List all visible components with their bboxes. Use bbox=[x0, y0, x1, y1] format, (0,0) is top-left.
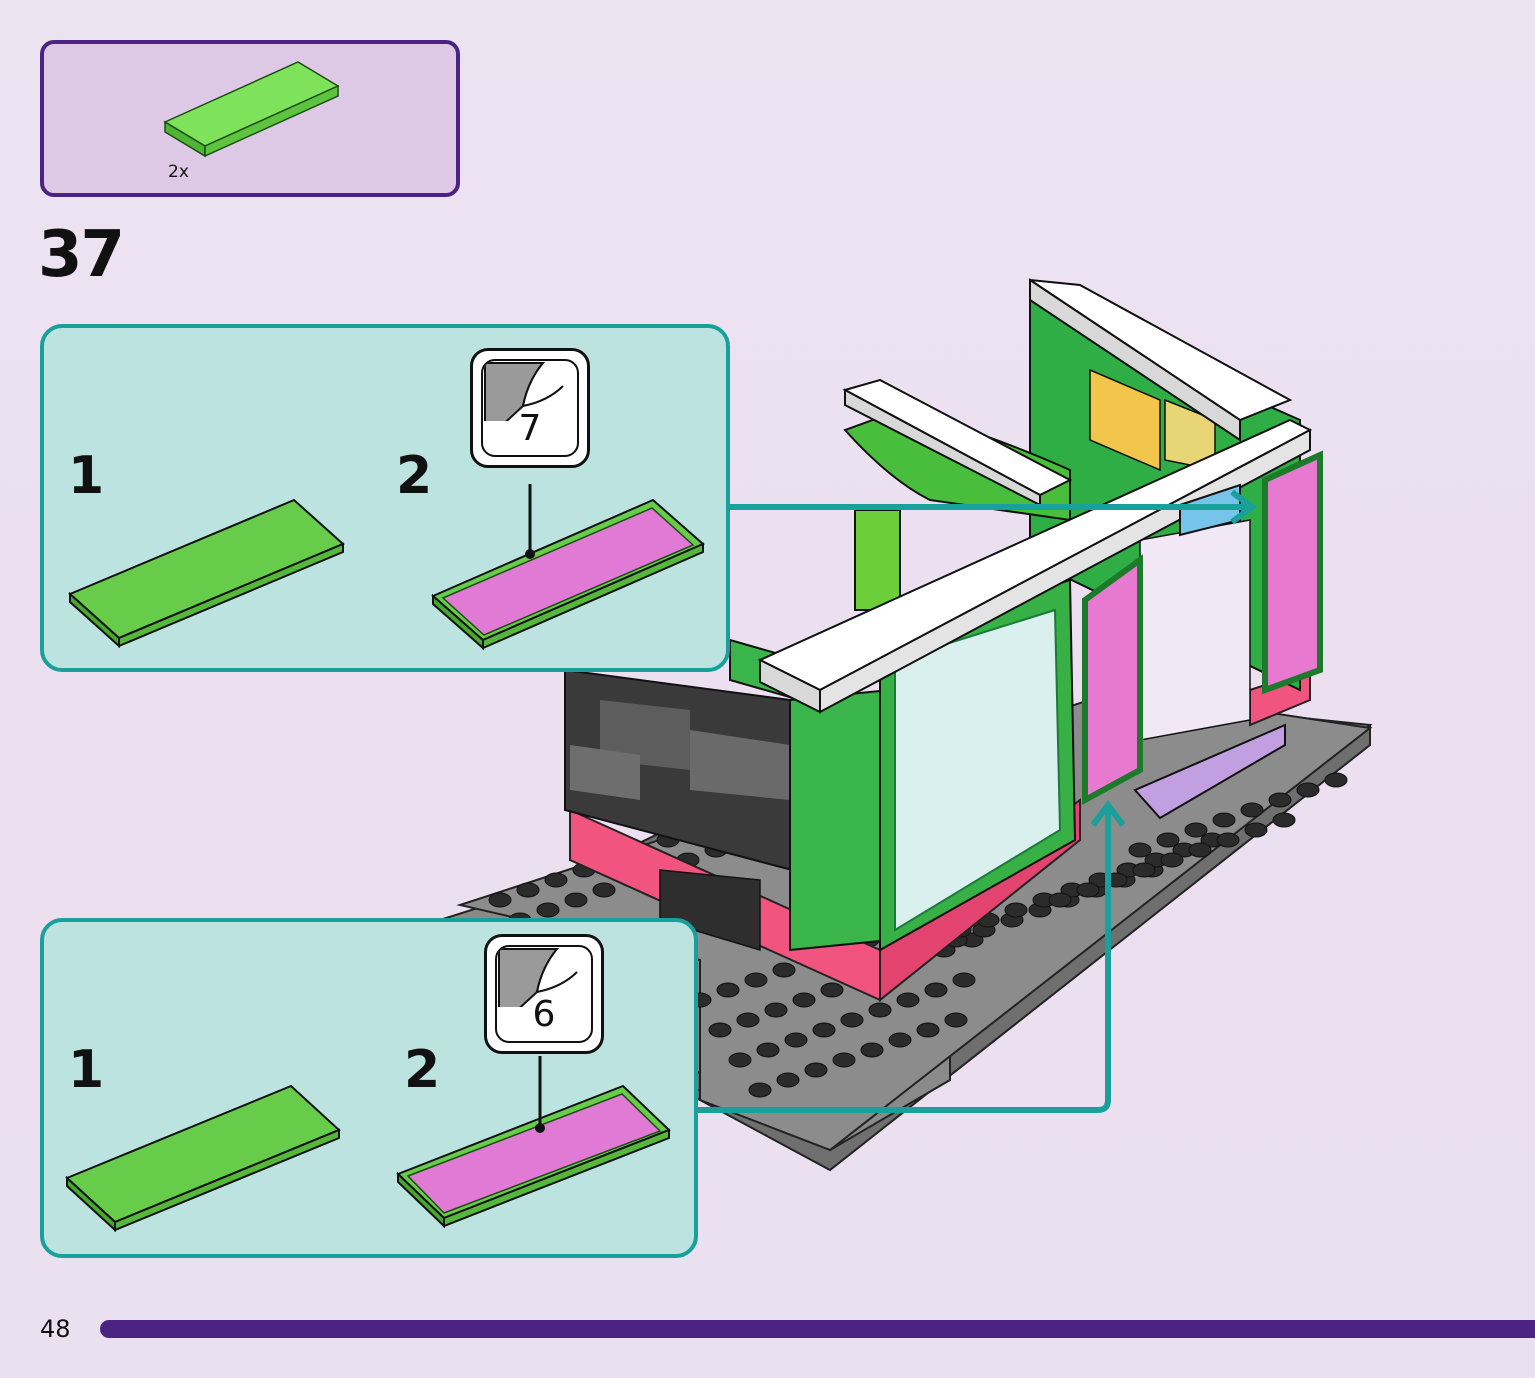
sticker-6-number: 6 bbox=[532, 994, 556, 1035]
substep-2-label: 2 bbox=[396, 446, 433, 506]
model-sticker-6 bbox=[1082, 554, 1143, 806]
substep-1-label: 1 bbox=[68, 1040, 105, 1100]
green-wall bbox=[789, 688, 891, 952]
substep-1-label: 1 bbox=[68, 446, 105, 506]
subassembly-b-art bbox=[65, 1056, 671, 1233]
page-number: 48 bbox=[40, 1315, 71, 1343]
green-tile-part bbox=[163, 61, 340, 158]
sticker-6-tag: 6 bbox=[484, 934, 604, 1054]
sticker-peel-icon bbox=[484, 362, 564, 421]
parts-callout: 2x bbox=[40, 40, 460, 197]
model-sticker-7 bbox=[1262, 450, 1323, 695]
window-glass bbox=[894, 608, 1062, 932]
substep-2-label: 2 bbox=[404, 1040, 441, 1100]
step-number: 37 bbox=[38, 218, 125, 292]
green-pillar bbox=[854, 509, 901, 611]
subassembly-sticker-7: 1 2 7 bbox=[40, 324, 730, 672]
poster bbox=[1089, 368, 1161, 472]
baseplate-studs bbox=[488, 772, 1348, 1098]
sticker-peel-icon bbox=[498, 948, 578, 1007]
subassembly-sticker-6: 1 2 6 bbox=[40, 918, 698, 1258]
part-quantity: 2x bbox=[168, 162, 189, 182]
subassembly-a-art bbox=[68, 484, 705, 651]
sticker-7-number: 7 bbox=[518, 408, 542, 449]
page-progress-bar bbox=[100, 1320, 1535, 1338]
sticker-7-tag: 7 bbox=[470, 348, 590, 468]
arrow-to-sticker-6 bbox=[698, 810, 1111, 1113]
